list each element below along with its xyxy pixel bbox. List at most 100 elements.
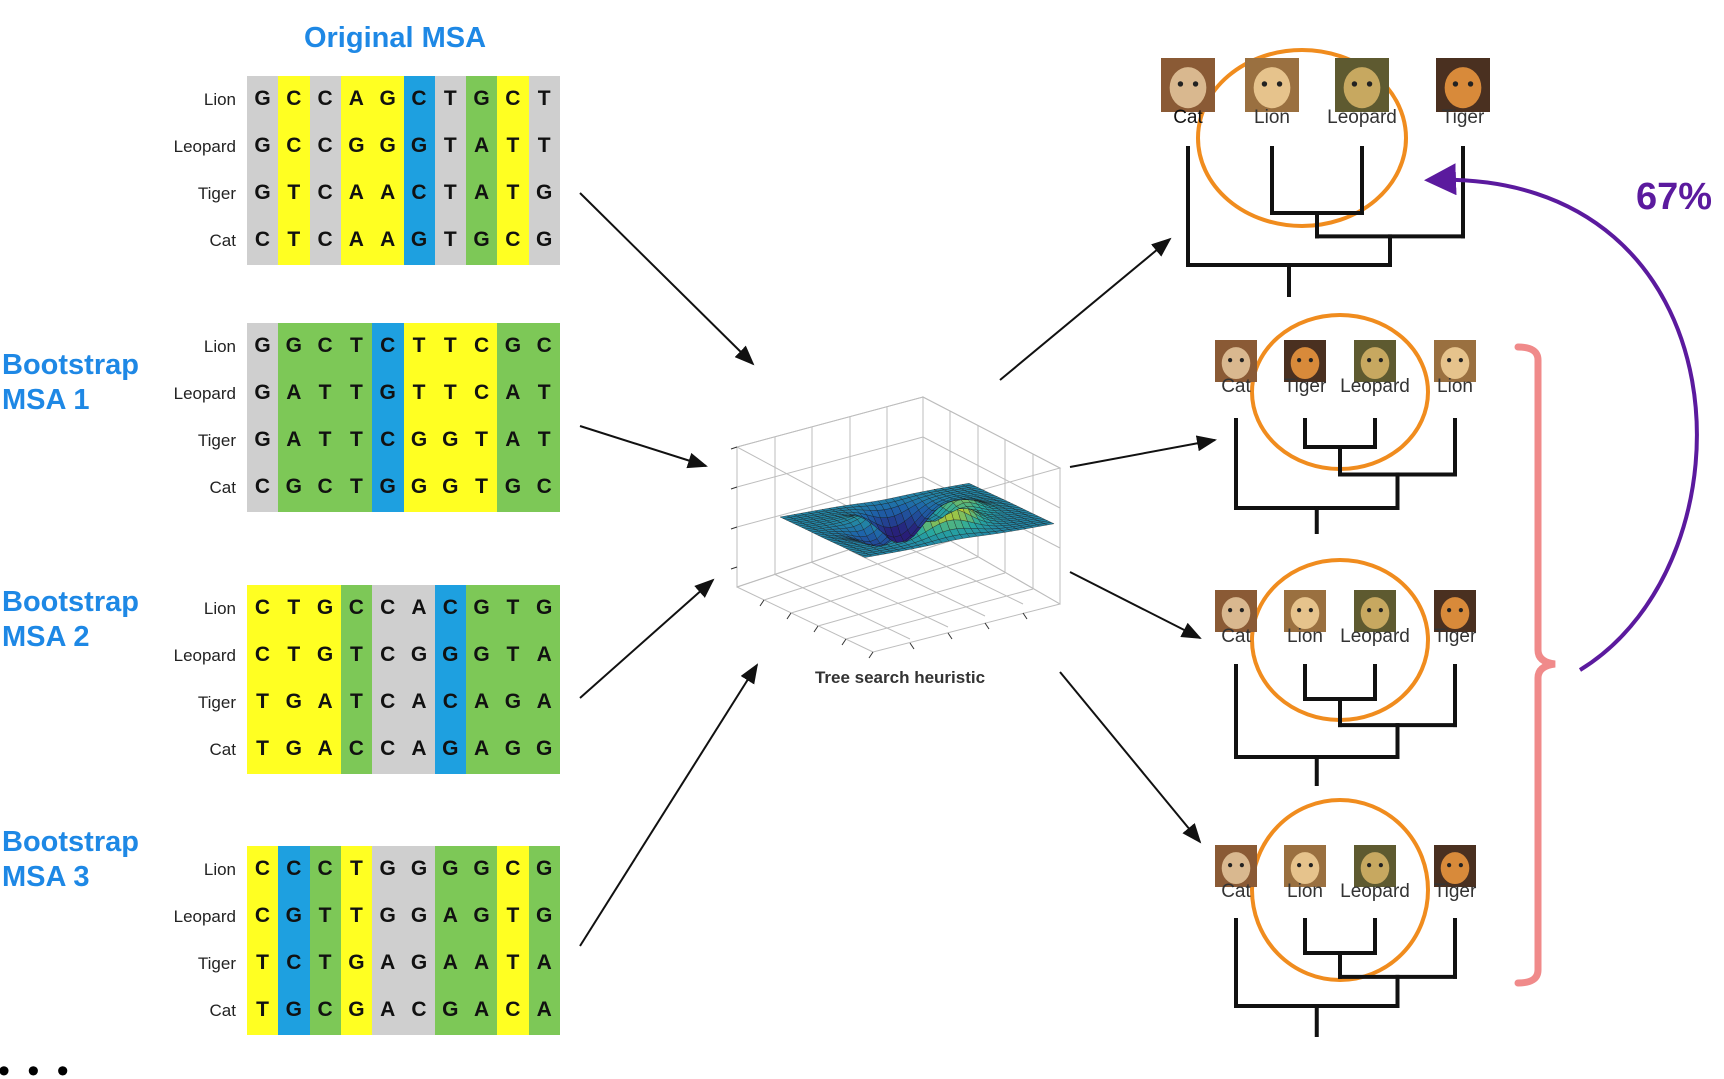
leopard-image <box>1335 58 1389 112</box>
nucleotide: G <box>254 428 271 451</box>
nucleotide: G <box>348 134 365 157</box>
nucleotide: A <box>411 737 427 760</box>
msa-column <box>434 846 467 1035</box>
msa-column <box>403 585 436 774</box>
nucleotide: G <box>379 857 396 880</box>
nucleotide: G <box>379 904 396 927</box>
nucleotide: C <box>505 857 521 880</box>
nucleotide: C <box>536 334 552 357</box>
nucleotide: T <box>349 904 363 927</box>
heuristic-label: Tree search heuristic <box>814 668 986 687</box>
nucleotide: T <box>349 334 363 357</box>
nucleotide: G <box>442 737 459 760</box>
nucleotide: G <box>410 951 428 974</box>
nucleotide: A <box>536 643 552 666</box>
msa-column <box>528 76 561 265</box>
cat-image <box>1215 590 1257 632</box>
nucleotide: A <box>474 690 490 713</box>
nucleotide: C <box>317 475 333 498</box>
cat-image <box>1215 845 1257 887</box>
nucleotide: T <box>506 643 520 666</box>
nucleotide: G <box>285 998 302 1021</box>
nucleotide: C <box>317 998 333 1021</box>
nucleotide: C <box>254 904 271 927</box>
surface-facet <box>961 483 973 487</box>
tiger-image <box>1434 590 1476 632</box>
bootstrap-label-3: Bootstrap MSA 3 <box>2 825 182 895</box>
arrow-bootstrap2-to-heuristic <box>579 578 715 699</box>
arrow-heuristic-to-tree-1 <box>999 237 1172 381</box>
nucleotide: G <box>379 134 396 157</box>
nucleotide: C <box>505 87 521 110</box>
bootstrap-label-line: MSA 1 <box>2 384 90 416</box>
nucleotide: C <box>380 428 396 451</box>
nucleotide: C <box>474 334 490 357</box>
bootstrap-label-line: Bootstrap <box>2 349 139 381</box>
nucleotide: T <box>443 334 457 357</box>
bootstrap-label-line: Bootstrap <box>2 586 139 618</box>
msa-column <box>340 76 373 265</box>
msa-column <box>372 76 404 265</box>
species-label: Cat <box>1221 626 1251 647</box>
nucleotide: T <box>537 134 551 157</box>
nucleotide: C <box>442 596 458 619</box>
msa-column <box>340 585 373 774</box>
nucleotide: A <box>380 951 396 974</box>
nucleotide: G <box>536 737 553 760</box>
arrow-bootstrap1-to-heuristic <box>579 425 708 469</box>
msa-column <box>466 323 498 512</box>
nucleotide: C <box>317 134 333 157</box>
nucleotide: A <box>380 998 396 1021</box>
nucleotide: A <box>536 690 552 713</box>
nucleotide: G <box>536 596 553 619</box>
msa-column <box>278 846 311 1035</box>
nucleotide: T <box>537 87 551 110</box>
lion-image <box>1284 845 1326 887</box>
nucleotide: T <box>287 596 301 619</box>
nucleotide: T <box>287 228 301 251</box>
sequence-label: Tiger <box>197 431 236 450</box>
tiger-image <box>1434 845 1476 887</box>
msa-column <box>466 846 498 1035</box>
nucleotide: A <box>536 998 552 1021</box>
nucleotide: C <box>536 475 552 498</box>
nucleotide: G <box>442 857 459 880</box>
bootstrap-label-line: MSA 2 <box>2 621 90 653</box>
nucleotide: A <box>474 737 490 760</box>
nucleotide: C <box>254 228 271 251</box>
msa-column <box>497 323 530 512</box>
nucleotide: C <box>254 475 271 498</box>
nucleotide: T <box>506 181 520 204</box>
nucleotide: G <box>504 475 522 498</box>
nucleotide: G <box>442 998 459 1021</box>
sequence-label: Cat <box>209 478 236 497</box>
species-label: Tiger <box>1433 881 1477 902</box>
nucleotide: C <box>317 87 333 110</box>
nucleotide: C <box>254 596 271 619</box>
nucleotide: G <box>536 857 553 880</box>
nucleotide: C <box>380 737 396 760</box>
nucleotide: C <box>380 334 396 357</box>
msa-column <box>403 323 436 512</box>
nucleotide: G <box>285 690 302 713</box>
msa-column <box>466 76 498 265</box>
nucleotide: T <box>412 334 426 357</box>
nucleotide: C <box>380 690 396 713</box>
species-label: Lion <box>1287 881 1323 902</box>
sequence-label: Lion <box>203 860 236 879</box>
msa-column <box>403 76 436 265</box>
msa-column <box>247 846 279 1035</box>
nucleotide: G <box>410 228 428 251</box>
nucleotide: C <box>317 181 333 204</box>
nucleotide: C <box>286 951 302 974</box>
species-label: Lion <box>1254 107 1290 128</box>
nucleotide: T <box>506 596 520 619</box>
nucleotide: C <box>474 381 490 404</box>
nucleotide: T <box>443 87 457 110</box>
nucleotide: T <box>318 381 332 404</box>
bootstrap-label-line: MSA 3 <box>2 861 90 893</box>
nucleotide: C <box>411 998 427 1021</box>
nucleotide: T <box>537 381 551 404</box>
nucleotide: A <box>348 87 364 110</box>
